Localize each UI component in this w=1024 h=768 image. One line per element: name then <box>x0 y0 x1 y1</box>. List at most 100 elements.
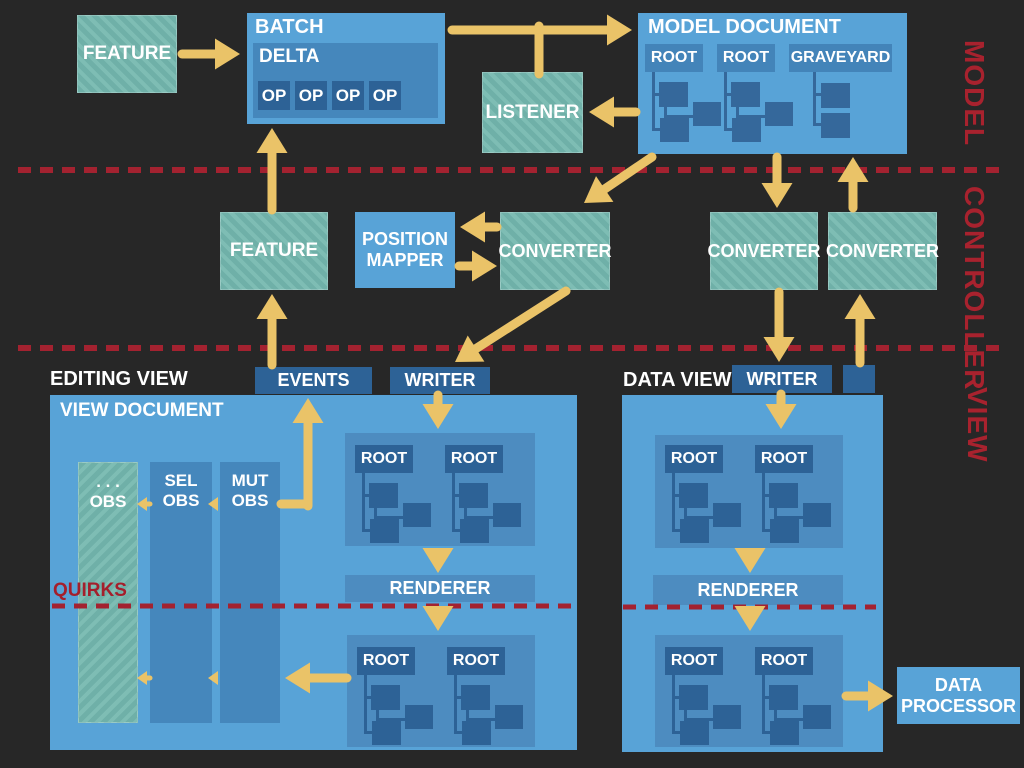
tree-connector <box>376 710 379 721</box>
tree-connector <box>762 675 765 734</box>
tree-node-square <box>732 118 761 142</box>
tree-connector <box>813 123 822 126</box>
tree-node-square <box>679 483 708 508</box>
tree-connector <box>762 473 765 532</box>
tree-connector <box>736 107 739 118</box>
document-tree-root: ROOT <box>755 647 831 745</box>
tree-root-label: ROOT <box>355 445 413 473</box>
tree-node-square <box>770 721 799 745</box>
observer-column-other: . . . OBS <box>78 462 138 723</box>
tree-node-square <box>821 113 850 138</box>
tree-node-square <box>461 685 490 710</box>
tree-connector <box>672 731 681 734</box>
tree-connector <box>364 675 367 734</box>
tree-root-label: ROOT <box>445 445 503 473</box>
tree-connector <box>672 473 675 532</box>
tree-connector <box>652 128 661 131</box>
tree-connector <box>813 93 822 96</box>
renderer-box-data: RENDERER <box>653 575 843 605</box>
tree-node-square <box>769 685 798 710</box>
editing-view-label: EDITING VIEW <box>50 368 188 390</box>
tree-connector <box>762 731 771 734</box>
tree-root-label: ROOT <box>755 445 813 473</box>
tree-connector <box>652 72 655 131</box>
arrow-model-document-to-listener <box>589 96 641 128</box>
tree-node-square <box>493 503 521 527</box>
tree-connector <box>762 494 770 497</box>
tree-connector <box>724 128 733 131</box>
tree-connector <box>774 508 777 519</box>
arrow-converter-to-position-mapper <box>460 211 502 243</box>
tree-connector <box>762 696 770 699</box>
layer-label-view: VIEW <box>962 387 993 463</box>
layer-label-model: MODEL <box>959 40 990 147</box>
tree-connector <box>364 731 373 734</box>
view-document-label: VIEW DOCUMENT <box>60 400 224 421</box>
unlabeled-box <box>843 365 875 393</box>
op-box: OP <box>258 81 290 110</box>
observer-column-selection: SEL OBS <box>150 462 212 723</box>
tree-connector <box>664 107 667 118</box>
arrow-position-mapper-to-converter <box>454 250 497 282</box>
tree-connector <box>452 529 461 532</box>
tree-connector <box>684 710 687 721</box>
tree-node-square <box>731 82 760 107</box>
tree-node-square <box>369 483 398 508</box>
tree-connector <box>452 494 460 497</box>
feature-box-model: FEATURE <box>77 15 177 93</box>
tree-node-square <box>403 503 431 527</box>
converter-box-middle: CONVERTER <box>708 212 821 290</box>
layer-label-controller: CONTROLLER <box>959 186 990 391</box>
tree-connector <box>684 718 714 721</box>
tree-node-square <box>370 519 399 543</box>
arrow-events-to-feature-up <box>256 294 288 370</box>
observer-line1: MUT <box>231 471 269 490</box>
observer-line1: . . . <box>96 472 120 491</box>
arrow-model-document-to-converter-down <box>761 152 793 208</box>
observer-line1: SEL <box>164 471 198 490</box>
tree-connector <box>464 508 467 519</box>
document-tree-root: ROOT <box>755 445 831 543</box>
tree-connector <box>454 675 457 734</box>
delta-label: DELTA <box>259 46 320 67</box>
tree-connector <box>664 115 694 118</box>
data-processor-box: DATA PROCESSOR <box>897 667 1020 724</box>
tree-connector <box>652 93 660 96</box>
tree-connector <box>774 718 804 721</box>
tree-connector <box>724 72 727 131</box>
tree-connector <box>813 72 816 126</box>
tree-connector <box>464 516 494 519</box>
writer-box-data: WRITER <box>732 365 832 393</box>
tree-node-square <box>821 83 850 108</box>
tree-connector <box>672 529 681 532</box>
tree-connector <box>672 696 680 699</box>
tree-connector <box>466 718 496 721</box>
arrow-converter-to-model-document-up <box>837 157 869 213</box>
tree-connector <box>684 516 714 519</box>
op-box: OP <box>295 81 327 110</box>
document-tree-root: ROOT <box>645 44 721 142</box>
tree-node-square <box>680 519 709 543</box>
events-box: EVENTS <box>255 367 372 394</box>
op-box: OP <box>369 81 401 110</box>
tree-connector <box>774 516 804 519</box>
tree-connector <box>466 710 469 721</box>
document-tree-root: ROOT <box>355 445 431 543</box>
tree-node-square <box>405 705 433 729</box>
tree-node-square <box>372 721 401 745</box>
converter-box-left: CONVERTER <box>499 212 612 290</box>
batch-label: BATCH <box>255 16 324 38</box>
tree-connector <box>362 473 365 532</box>
observer-line2: OBS <box>162 490 200 510</box>
document-tree-root: ROOT <box>665 647 741 745</box>
tree-node-square <box>713 705 741 729</box>
tree-connector <box>672 494 680 497</box>
tree-connector <box>364 696 372 699</box>
tree-node-square <box>660 118 689 142</box>
tree-root-label: ROOT <box>645 44 703 72</box>
